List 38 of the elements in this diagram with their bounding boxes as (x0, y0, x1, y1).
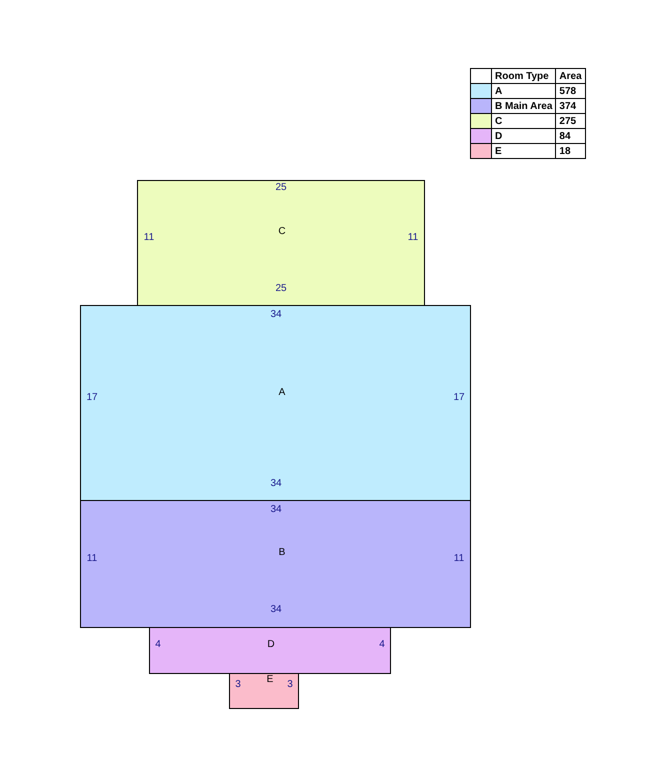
dimension-label: 25 (275, 182, 287, 194)
area-value: 18 (556, 144, 586, 158)
dimension-label: 34 (270, 604, 282, 616)
area-value: 374 (556, 98, 586, 114)
room-label: B (278, 547, 286, 559)
room-label: E (266, 674, 274, 686)
dimension-label: 34 (270, 504, 282, 516)
room-area (149, 627, 391, 674)
dimension-label: 3 (287, 679, 293, 691)
column-header: Room Type (492, 68, 556, 84)
column-header: Area (556, 68, 586, 84)
room-area (80, 500, 471, 628)
dimension-label: 3 (235, 679, 241, 691)
dimension-label: 11 (144, 232, 154, 244)
legend-label: B Main Area (492, 98, 556, 114)
dimension-label: 11 (454, 553, 464, 565)
dimension-label: 17 (453, 392, 465, 404)
room-area (229, 673, 299, 709)
dimension-label: 4 (379, 639, 385, 651)
area-value: 275 (556, 114, 586, 128)
area-value: 578 (556, 84, 586, 98)
dimension-label: 4 (155, 639, 161, 651)
dimension-label: 34 (270, 309, 282, 321)
dimension-label: 25 (275, 283, 287, 295)
room-label: C (278, 226, 286, 238)
room-label: A (278, 387, 286, 399)
room-area (137, 180, 425, 306)
dimension-label: 11 (408, 232, 418, 244)
area-value: 84 (556, 128, 586, 144)
dimension-label: 34 (270, 478, 282, 490)
legend-label: A (492, 84, 556, 98)
legend-label: D (492, 128, 556, 144)
dimension-label: 11 (86, 553, 98, 565)
legend-label: E (492, 144, 556, 158)
legend-label: C (492, 114, 556, 128)
room-area (80, 305, 471, 501)
room-label: D (267, 639, 275, 651)
dimension-label: 17 (86, 392, 98, 404)
